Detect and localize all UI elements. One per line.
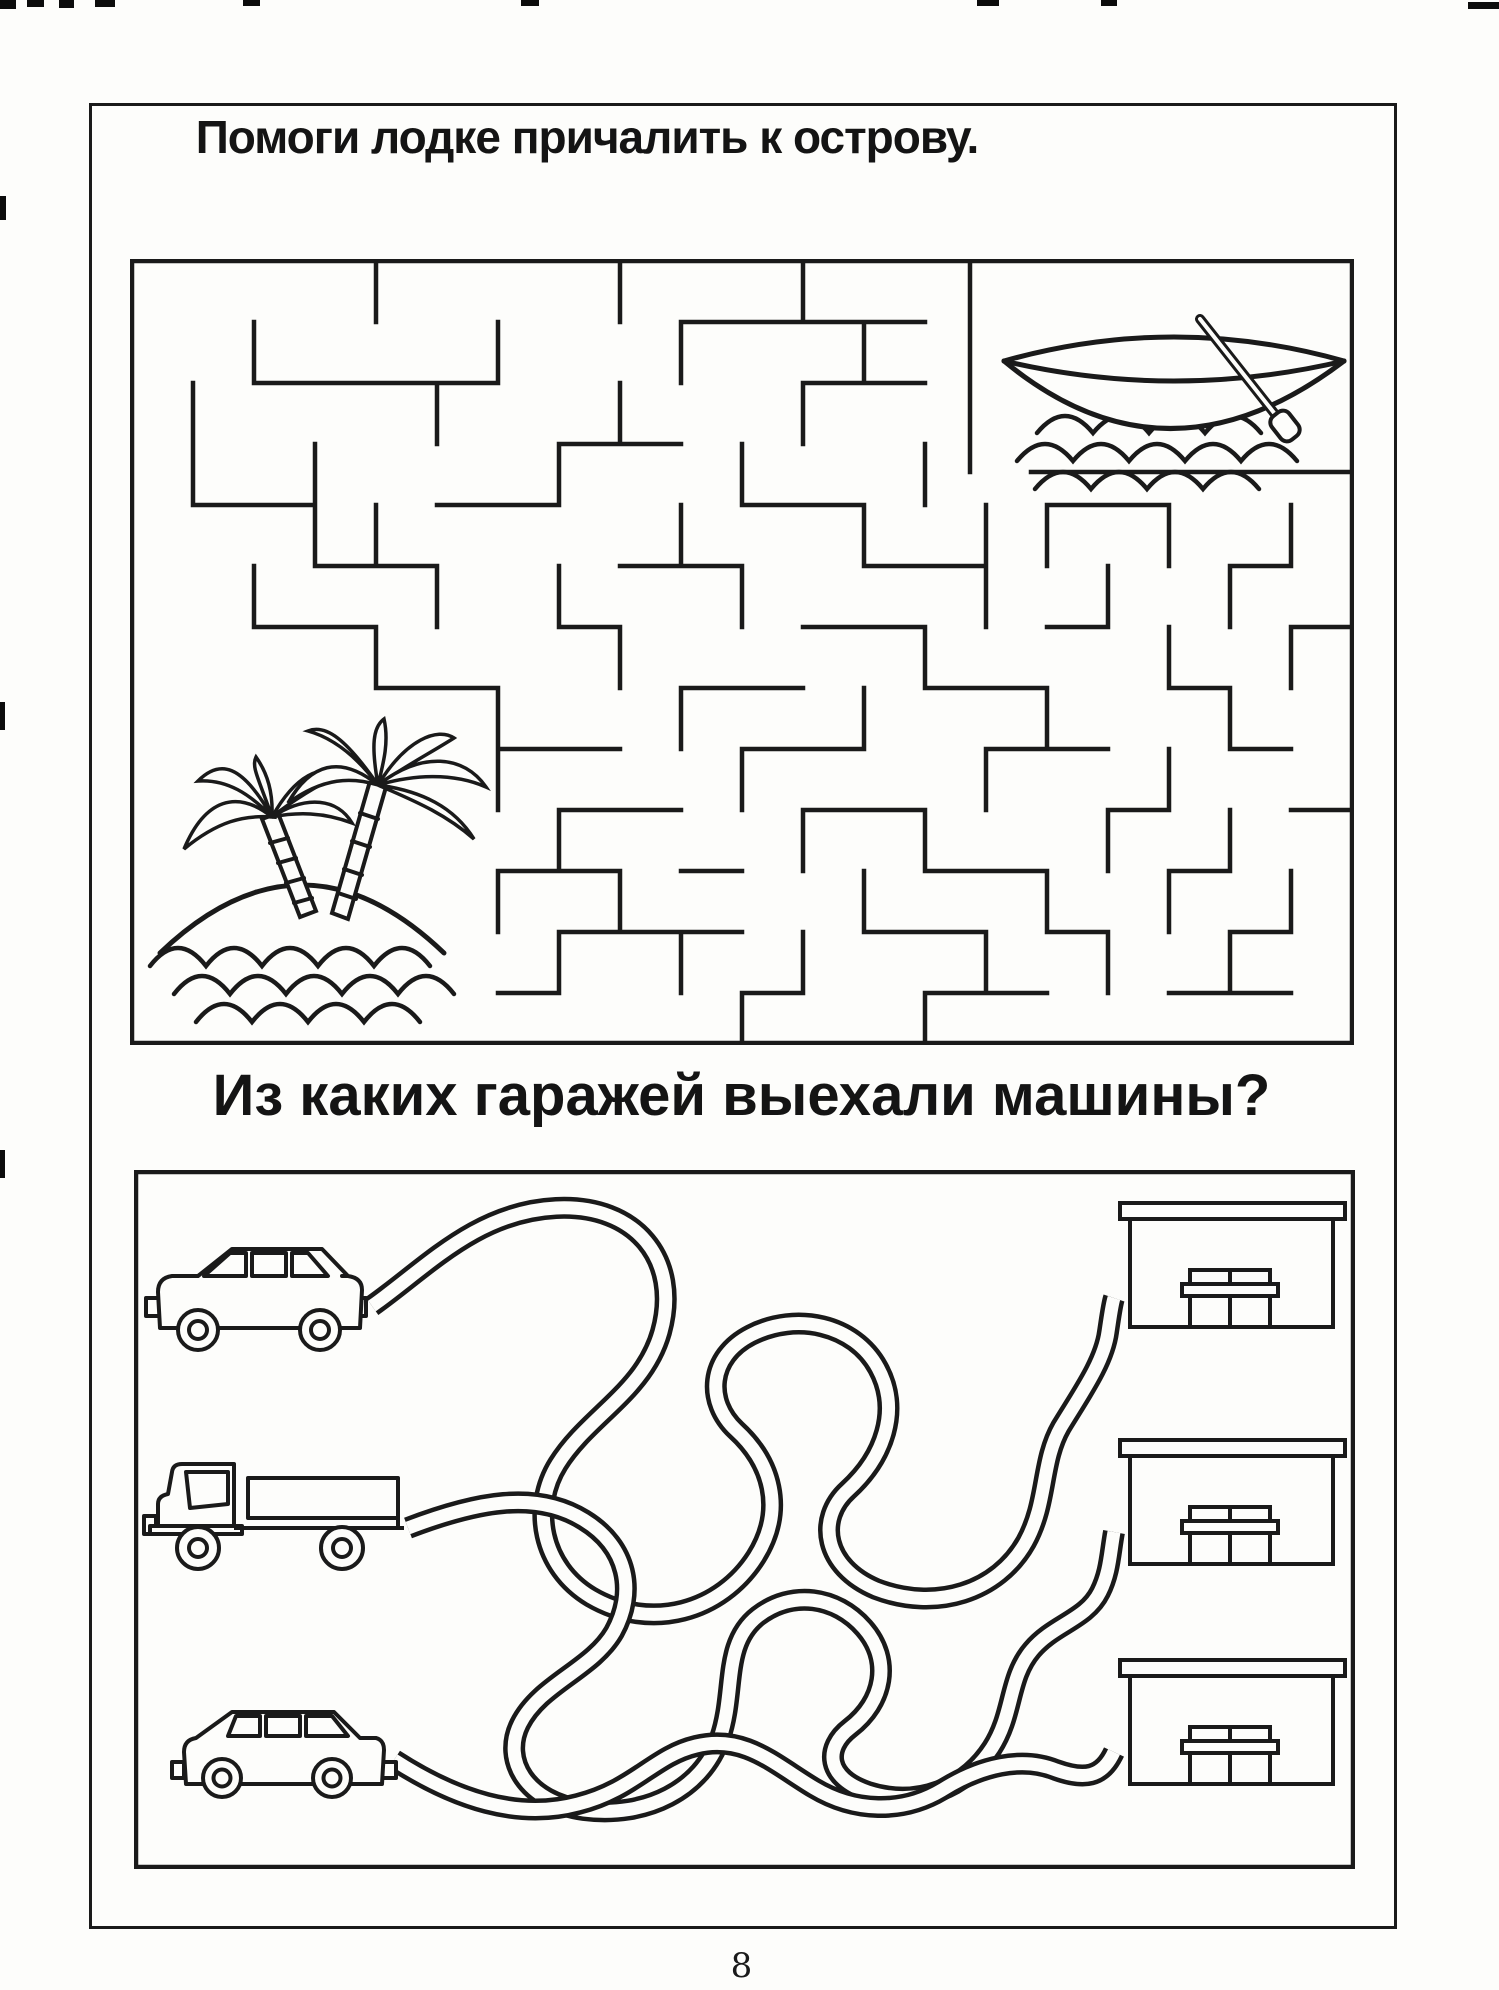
island-waves-row3	[193, 1001, 423, 1026]
maze-walls	[190, 259, 1354, 1045]
garage-2-icon	[1118, 1438, 1347, 1566]
oar-blade	[1268, 408, 1302, 444]
scan-artifact	[1468, 2, 1499, 9]
scan-artifact	[59, 0, 74, 8]
scan-artifact	[27, 0, 44, 7]
page-number: 8	[730, 1946, 753, 1986]
page-border	[89, 103, 1397, 1929]
palm-island-icon	[147, 716, 491, 1026]
scan-artifact	[0, 0, 16, 9]
station-wagon-icon	[170, 1710, 398, 1799]
scan-artifact	[0, 1150, 5, 1178]
boat-rim-top	[1001, 334, 1347, 364]
maze-puzzle	[130, 259, 1354, 1045]
oar-shaft-inner	[1198, 317, 1284, 425]
scan-artifact	[95, 0, 115, 7]
scan-artifact	[243, 0, 260, 6]
scan-artifact	[0, 196, 6, 220]
boat-waves-row3	[1032, 469, 1262, 493]
tangle-border	[134, 1170, 1355, 1869]
scan-artifact	[977, 0, 999, 6]
scan-artifact	[1101, 0, 1117, 6]
road-from-sedan	[365, 1196, 1125, 1626]
tangle-puzzle	[134, 1170, 1355, 1869]
sedan-car-icon	[144, 1247, 368, 1352]
flatbed-truck-icon	[142, 1462, 404, 1571]
rowboat-icon	[1001, 314, 1347, 493]
island-waves-row1	[147, 945, 433, 970]
road-from-truck	[404, 1491, 1125, 1823]
scan-artifact	[521, 0, 539, 6]
garage-3-icon	[1118, 1658, 1347, 1786]
scan-artifact	[0, 702, 5, 730]
boat-waves-row2	[1014, 441, 1300, 465]
palm-tree-right	[286, 716, 491, 922]
garage-1-icon	[1118, 1201, 1347, 1329]
road-from-wagon	[388, 1732, 1124, 1821]
island-waves-row2	[171, 973, 457, 998]
road-tubes	[365, 1196, 1125, 1823]
puzzle1-title: Помоги лодке причалить к острову.	[195, 111, 980, 163]
puzzle2-title: Из каких гаражей выехали машины?	[212, 1063, 1271, 1128]
boat-rim-bottom	[1001, 358, 1347, 384]
